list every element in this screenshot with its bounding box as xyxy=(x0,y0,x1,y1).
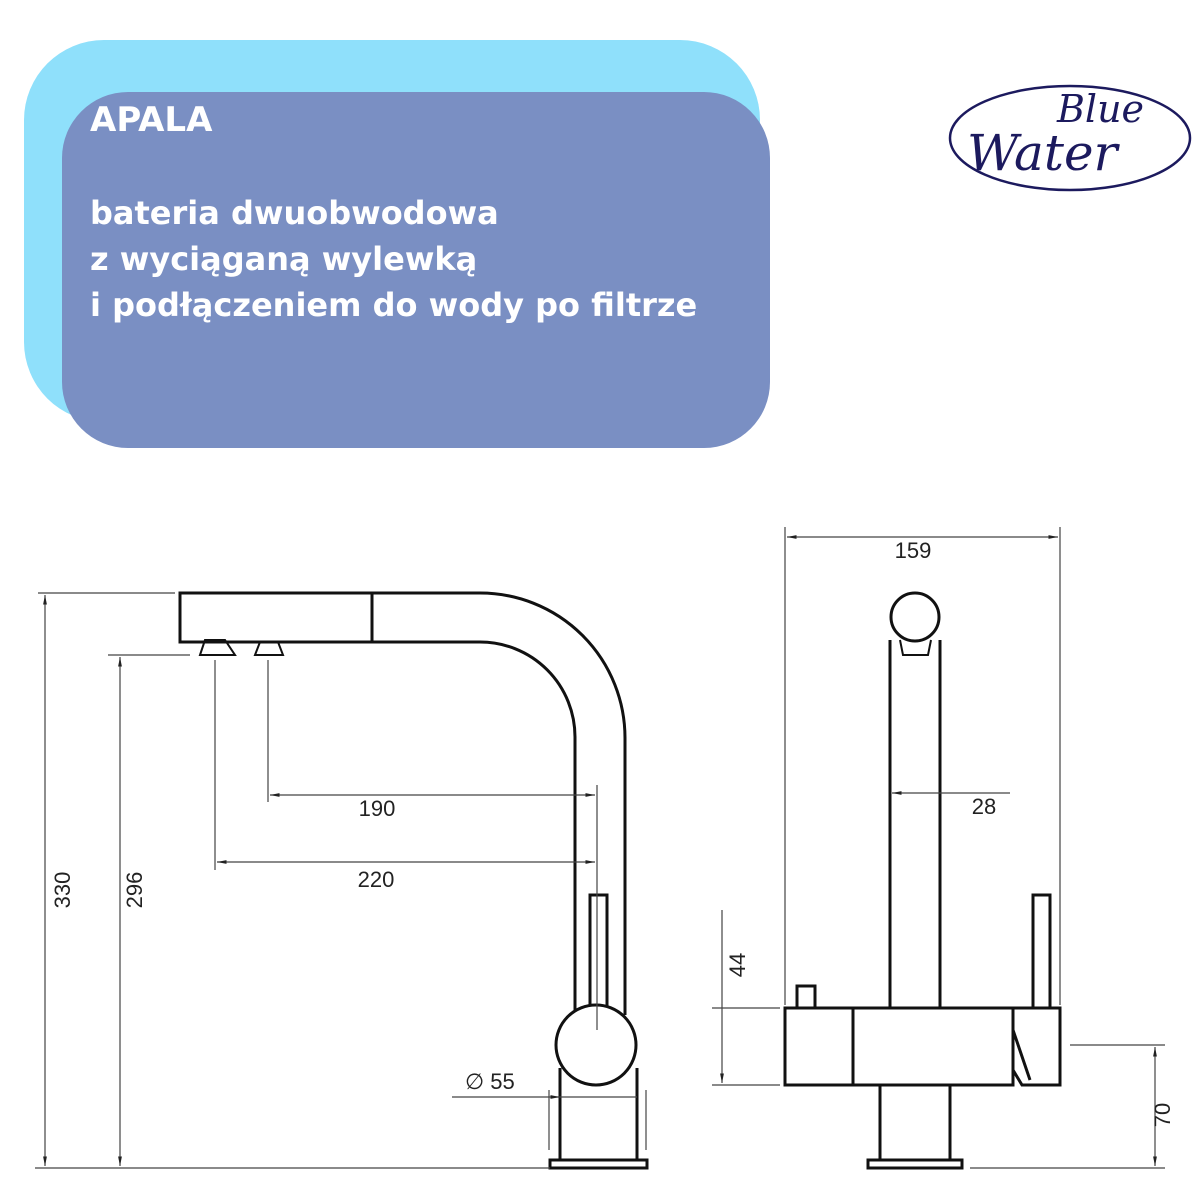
spout-column xyxy=(888,640,942,1008)
front-view-faucet xyxy=(783,591,1062,1170)
dim-diameter-55: ∅ 55 xyxy=(465,1069,515,1094)
description-line: z wyciąganą wylewką xyxy=(90,240,478,278)
product-description: bateria dwuobwodowa z wyciąganą wylewką … xyxy=(90,190,697,328)
dim-28: 28 xyxy=(972,794,996,819)
dim-70: 70 xyxy=(1150,1103,1175,1127)
dim-296: 296 xyxy=(122,872,147,909)
right-handle-body xyxy=(1011,1006,1062,1087)
spout-inner xyxy=(372,640,577,1015)
handle-lever xyxy=(588,893,609,1017)
nozzles xyxy=(198,639,285,656)
logo-text-blue: Blue xyxy=(1056,87,1144,131)
center-body xyxy=(851,1006,1015,1087)
filter-knob xyxy=(795,984,817,1010)
base-body xyxy=(558,1068,639,1160)
side-view-faucet xyxy=(178,591,649,1170)
spout-head xyxy=(889,591,941,643)
front-view-dimensions xyxy=(712,527,1165,1169)
handle-lever xyxy=(1031,893,1052,1010)
base-plate xyxy=(548,1158,649,1170)
description-line: i podłączeniem do wody po filtrze xyxy=(90,286,698,324)
dim-330: 330 xyxy=(50,872,75,909)
side-view-dimensions xyxy=(35,592,647,1169)
dim-159: 159 xyxy=(895,538,932,563)
title-banner xyxy=(24,40,770,448)
description-line: bateria dwuobwodowa xyxy=(90,194,499,232)
dim-44: 44 xyxy=(725,953,750,977)
blue-water-logo: Blue Water xyxy=(948,84,1192,192)
dim-220: 220 xyxy=(358,867,395,892)
product-name: APALA xyxy=(90,100,213,140)
handle-circle xyxy=(554,1003,638,1087)
spout-outer xyxy=(372,591,627,1015)
dim-190: 190 xyxy=(359,796,396,821)
title-banner-inner xyxy=(62,92,770,448)
base-plate xyxy=(866,1158,964,1170)
spout-head xyxy=(178,591,374,644)
left-body xyxy=(783,1006,855,1087)
logo-text-water: Water xyxy=(967,124,1121,182)
base-body xyxy=(878,1085,952,1160)
